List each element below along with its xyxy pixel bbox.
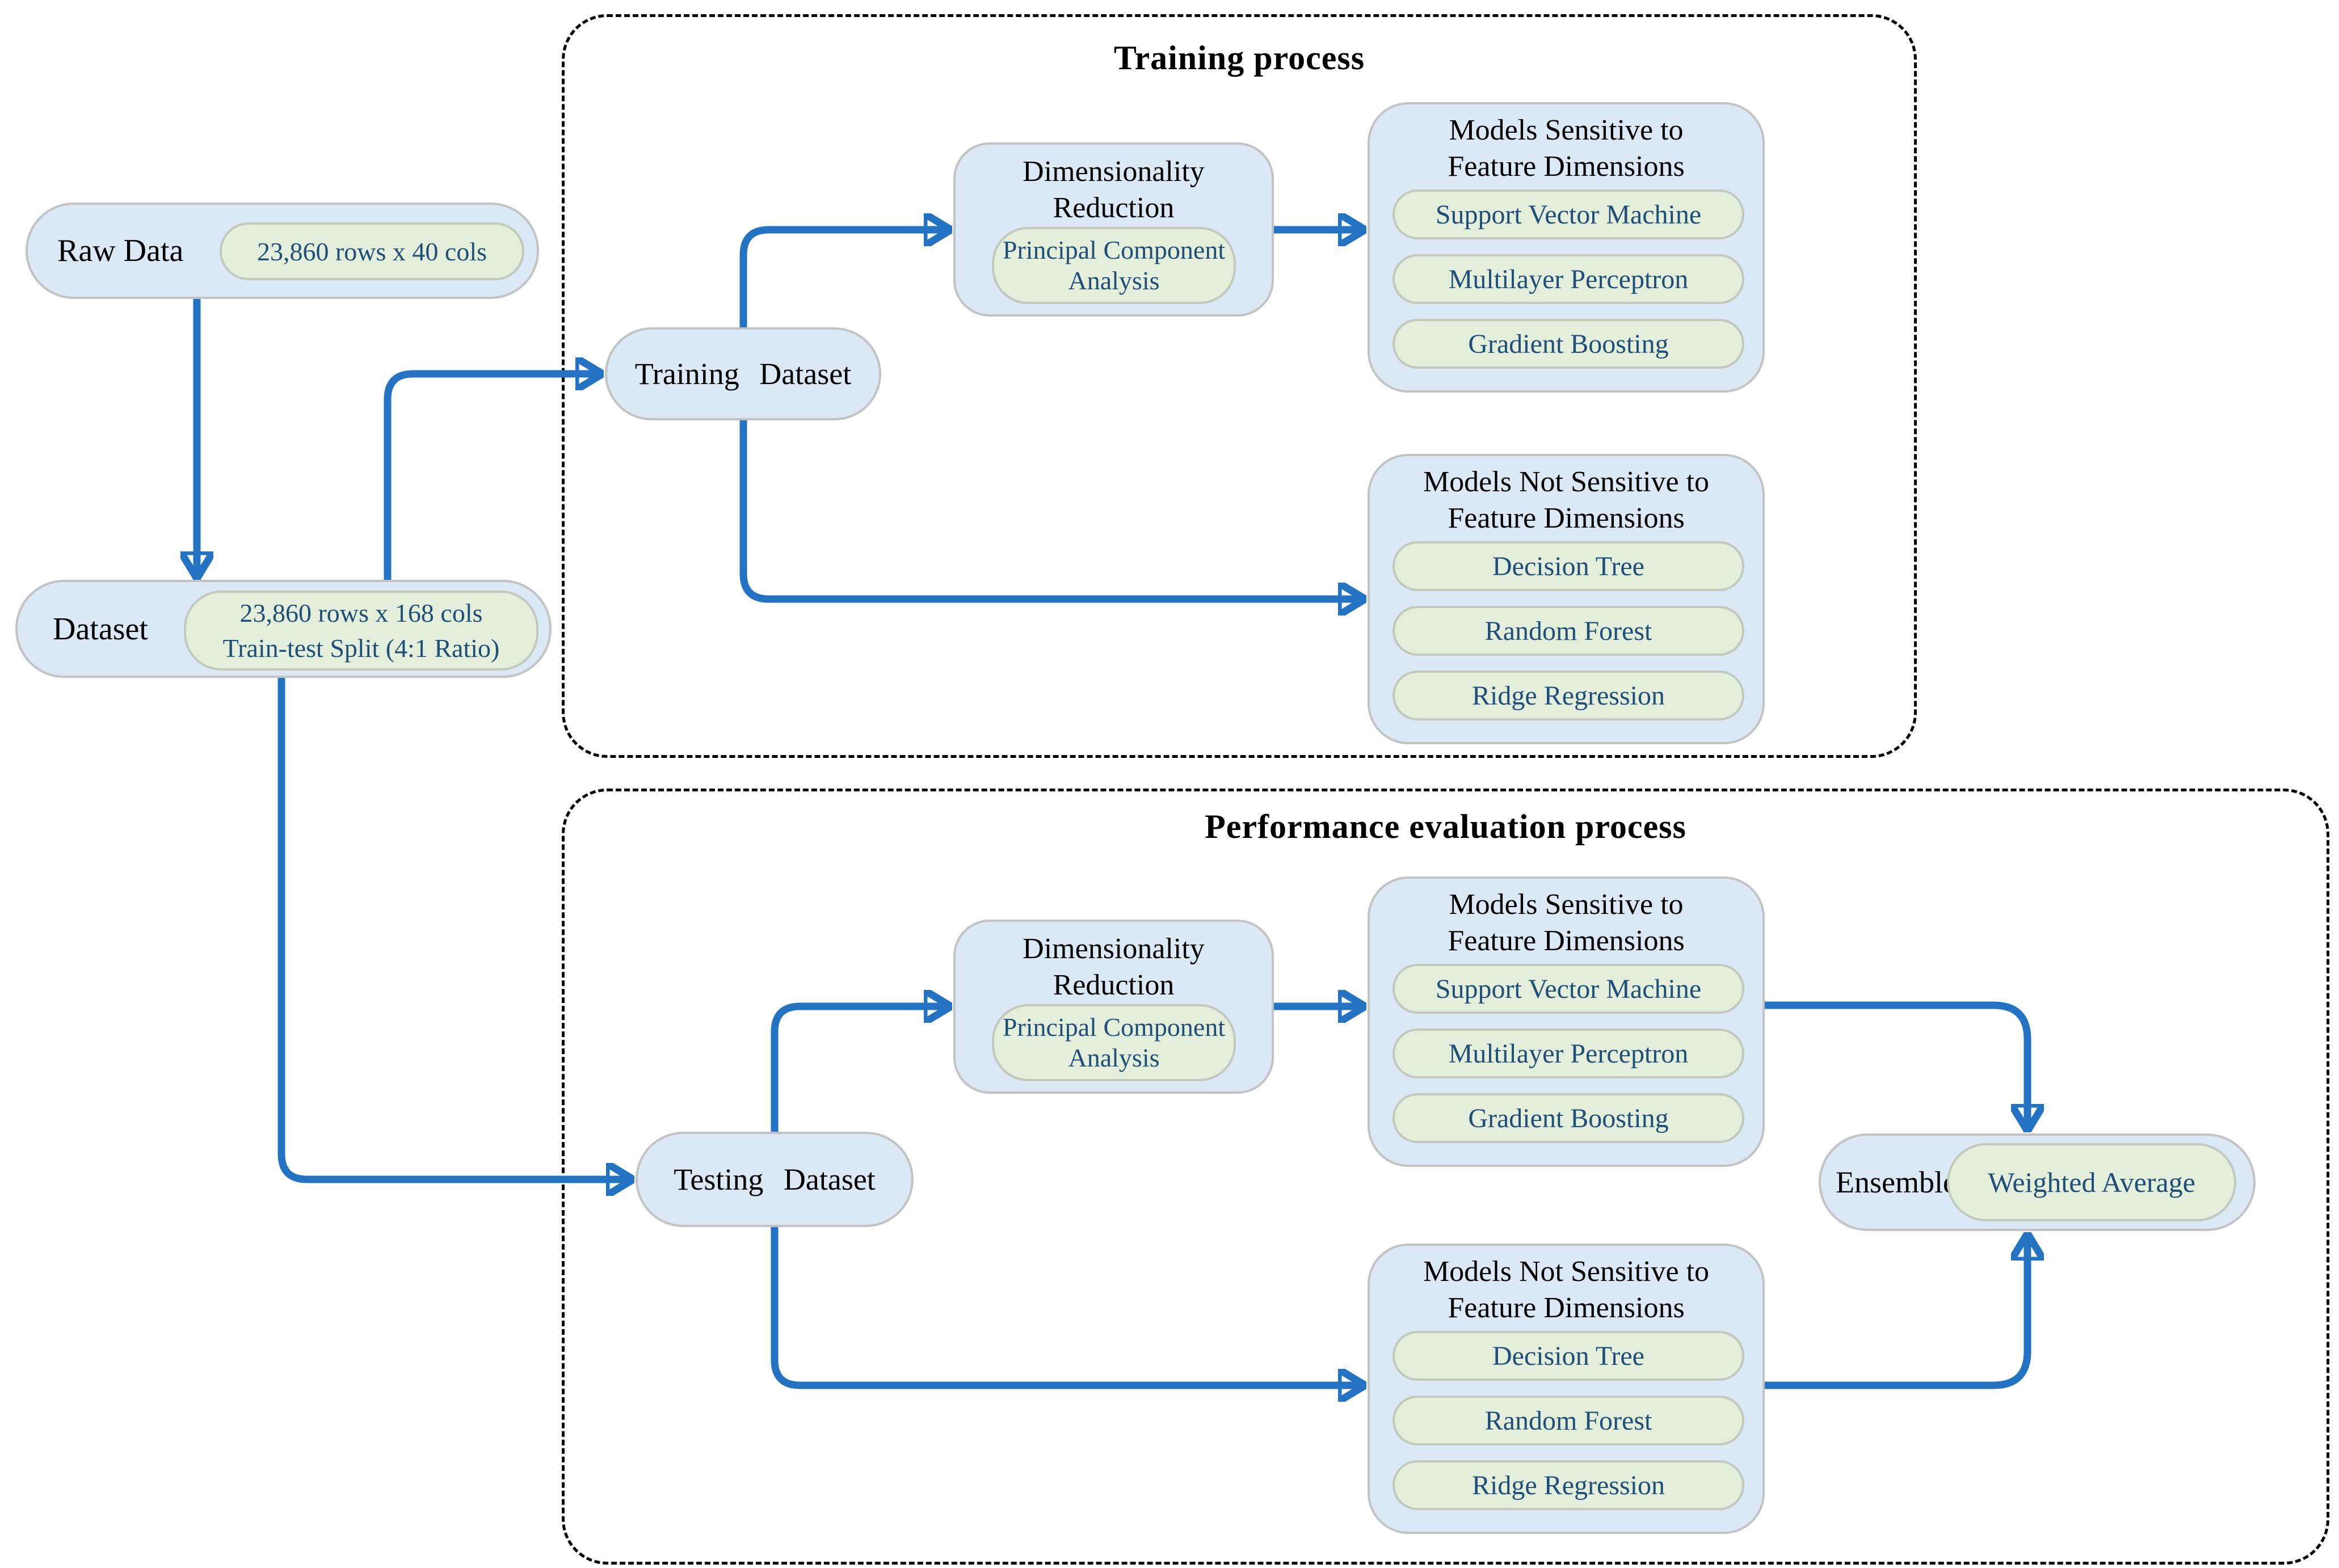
svm-label: Support Vector Machine xyxy=(1435,973,1702,1004)
evaluation-process-title: Performance evaluation process xyxy=(1205,808,1686,845)
pca-badge-train: Principal Component Analysis xyxy=(992,227,1236,304)
rf-label: Random Forest xyxy=(1484,616,1652,646)
mlp-label: Multilayer Perceptron xyxy=(1448,1038,1689,1069)
dataset-node: Dataset 23,860 rows x 168 cols Train-tes… xyxy=(15,580,552,678)
dimensionality-reduction-train-title: Dimensionality Reduction xyxy=(956,154,1272,226)
dataset-label: Dataset xyxy=(53,611,148,647)
dt-label: Decision Tree xyxy=(1492,1341,1644,1371)
weighted-average-label: Weighted Average xyxy=(1988,1166,2195,1198)
models-sensitive-train: Models Sensitive to Feature Dimensions S… xyxy=(1368,102,1765,393)
dim-title-line2: Reduction xyxy=(1053,969,1175,1001)
rf-pill-train: Random Forest xyxy=(1393,606,1744,656)
training-dataset-node: Training Dataset xyxy=(605,327,881,420)
dimensionality-reduction-eval-title: Dimensionality Reduction xyxy=(956,931,1272,1004)
raw-data-node: Raw Data 23,860 rows x 40 cols xyxy=(26,203,539,299)
title-line2: Feature Dimensions xyxy=(1448,925,1685,957)
training-dataset-label: Training Dataset xyxy=(634,357,852,391)
title-line1: Models Not Sensitive to xyxy=(1423,466,1710,498)
models-not-sensitive-eval: Models Not Sensitive to Feature Dimensio… xyxy=(1368,1244,1765,1534)
pca-line1: Principal Component xyxy=(1002,235,1226,264)
weighted-average-badge: Weighted Average xyxy=(1947,1143,2236,1221)
rr-label: Ridge Regression xyxy=(1472,1470,1665,1500)
dimensionality-reduction-eval: Dimensionality Reduction Principal Compo… xyxy=(953,920,1274,1094)
training-process-title: Training process xyxy=(1113,39,1365,77)
dt-pill-train: Decision Tree xyxy=(1393,541,1744,591)
gb-pill-train: Gradient Boosting xyxy=(1393,319,1744,369)
gb-label: Gradient Boosting xyxy=(1468,1103,1669,1133)
svm-label: Support Vector Machine xyxy=(1435,199,1702,230)
dt-pill-eval: Decision Tree xyxy=(1393,1331,1744,1381)
pca-line1: Principal Component xyxy=(1002,1013,1226,1042)
title-line2: Feature Dimensions xyxy=(1448,1292,1685,1324)
rf-label: Random Forest xyxy=(1484,1405,1652,1436)
dim-title-line2: Reduction xyxy=(1053,192,1175,224)
dt-label: Decision Tree xyxy=(1492,551,1644,581)
ensemble-node: Ensemble Weighted Average xyxy=(1819,1133,2256,1231)
rr-pill-eval: Ridge Regression xyxy=(1393,1460,1744,1510)
rr-pill-train: Ridge Regression xyxy=(1393,671,1744,720)
models-sensitive-train-title: Models Sensitive to Feature Dimensions xyxy=(1370,112,1762,185)
raw-data-label: Raw Data xyxy=(57,233,184,268)
pca-line2: Analysis xyxy=(1068,266,1160,295)
rr-label: Ridge Regression xyxy=(1472,680,1665,711)
gb-pill-eval: Gradient Boosting xyxy=(1393,1093,1744,1143)
title-line2: Feature Dimensions xyxy=(1448,502,1685,534)
models-sensitive-eval: Models Sensitive to Feature Dimensions S… xyxy=(1368,876,1765,1167)
svm-pill-eval: Support Vector Machine xyxy=(1393,964,1744,1014)
dim-title-line1: Dimensionality xyxy=(1023,933,1205,965)
testing-dataset-label: Testing Dataset xyxy=(674,1162,876,1196)
pca-line2: Analysis xyxy=(1068,1043,1160,1072)
gb-label: Gradient Boosting xyxy=(1468,328,1669,359)
svm-pill-train: Support Vector Machine xyxy=(1393,189,1744,239)
dim-title-line1: Dimensionality xyxy=(1023,155,1205,188)
models-not-sensitive-train-title: Models Not Sensitive to Feature Dimensio… xyxy=(1370,464,1762,537)
testing-dataset-node: Testing Dataset xyxy=(636,1132,914,1227)
ensemble-label: Ensemble xyxy=(1836,1165,1957,1199)
models-sensitive-eval-title: Models Sensitive to Feature Dimensions xyxy=(1370,887,1762,959)
dataset-badge: 23,860 rows x 168 cols Train-test Split … xyxy=(184,591,539,671)
dataset-badge-line-2: Train-test Split (4:1 Ratio) xyxy=(222,633,500,663)
dataset-badge-line-1: 23,860 rows x 168 cols xyxy=(239,598,483,627)
mlp-label: Multilayer Perceptron xyxy=(1448,264,1689,294)
pca-badge-eval: Principal Component Analysis xyxy=(992,1004,1236,1081)
title-line2: Feature Dimensions xyxy=(1448,150,1685,183)
title-line1: Models Sensitive to xyxy=(1449,114,1684,146)
title-line1: Models Not Sensitive to xyxy=(1423,1255,1710,1288)
raw-data-badge: 23,860 rows x 40 cols xyxy=(220,222,524,280)
mlp-pill-train: Multilayer Perceptron xyxy=(1393,254,1744,304)
title-line1: Models Sensitive to xyxy=(1449,888,1684,921)
raw-data-badge-text: 23,860 rows x 40 cols xyxy=(256,237,487,266)
mlp-pill-eval: Multilayer Perceptron xyxy=(1393,1029,1744,1078)
models-not-sensitive-eval-title: Models Not Sensitive to Feature Dimensio… xyxy=(1370,1254,1762,1326)
rf-pill-eval: Random Forest xyxy=(1393,1396,1744,1445)
dimensionality-reduction-train: Dimensionality Reduction Principal Compo… xyxy=(953,142,1274,317)
models-not-sensitive-train: Models Not Sensitive to Feature Dimensio… xyxy=(1368,454,1765,744)
